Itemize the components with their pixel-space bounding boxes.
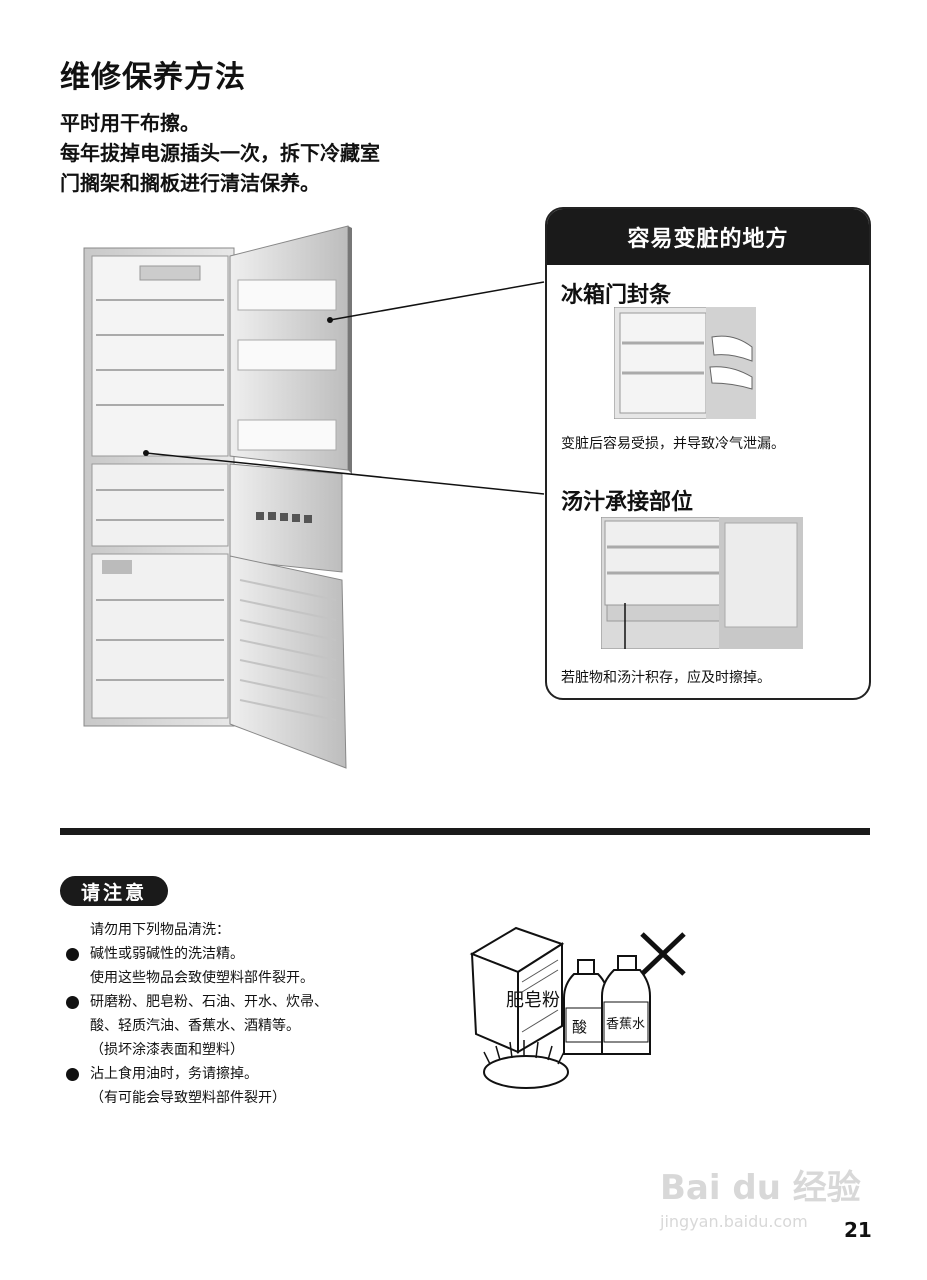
list-item: 研磨粉、肥皂粉、石油、开水、炊帚、 [64, 990, 328, 1014]
notice-item-sub: （损坏涂漆表面和塑料） [90, 1042, 244, 1058]
bullet-icon [66, 948, 79, 961]
bottle-2-label: 香蕉水 [606, 1017, 645, 1032]
intro-line: 门搁架和搁板进行清洁保养。 [60, 171, 320, 195]
list-item: 碱性或弱碱性的洗洁精。 [64, 942, 328, 966]
soap-box-label: 肥皂粉 [506, 990, 560, 1011]
notice-item-sub: （有可能会导致塑料部件裂开） [90, 1090, 286, 1106]
caption-drip-area: 若脏物和汤汁积存，应及时擦掉。 [561, 670, 771, 686]
section-title-door-gasket: 冰箱门封条 [561, 283, 672, 308]
notice-list: 请勿用下列物品清洗： 碱性或弱碱性的洗洁精。 使用这些物品会致使塑料部件裂开。 … [64, 918, 328, 1110]
intro-text: 平时用干布擦。 每年拔掉电源插头一次，拆下冷藏室 门搁架和搁板进行清洁保养。 [60, 108, 380, 198]
watermark-url: jingyan.baidu.com [660, 1212, 808, 1231]
page-number: 21 [844, 1218, 872, 1242]
notice-badge: 请注意 [60, 876, 168, 906]
caption-door-gasket: 变脏后容易受损，并导致冷气泄漏。 [561, 436, 785, 452]
intro-line: 每年拔掉电源插头一次，拆下冷藏室 [60, 141, 380, 165]
prohibited-cleaners-illustration: 肥皂粉 酸 香蕉水 [469, 926, 686, 1089]
fridge-illustration [83, 225, 545, 769]
notice-item-text: 碱性或弱碱性的洗洁精。 [90, 946, 244, 962]
drip-area-photo [601, 517, 803, 649]
dirty-areas-panel: 容易变脏的地方 冰箱门封条 变脏后容易受损，并导致冷气泄漏。 汤汁承接部位 若脏… [545, 207, 871, 700]
door-gasket-photo [614, 307, 756, 419]
watermark-logo: Bai du 经验 [660, 1168, 861, 1208]
panel-header: 容易变脏的地方 [547, 209, 869, 265]
page-title: 维修保养方法 [60, 60, 246, 95]
notice-item-sub: 酸、轻质汽油、香蕉水、酒精等。 [90, 1018, 300, 1034]
notice-item-text: 沾上食用油时，务请擦掉。 [90, 1066, 258, 1082]
list-item: 沾上食用油时，务请擦掉。 [64, 1062, 328, 1086]
section-title-drip-area: 汤汁承接部位 [561, 490, 694, 515]
intro-line: 平时用干布擦。 [60, 111, 200, 135]
bullet-icon [66, 1068, 79, 1081]
bullet-icon [66, 996, 79, 1009]
bottle-1-label: 酸 [572, 1018, 587, 1036]
notice-item-sub: 使用这些物品会致使塑料部件裂开。 [90, 970, 314, 986]
section-divider [60, 828, 870, 835]
notice-lead: 请勿用下列物品清洗： [90, 922, 230, 938]
notice-item-text: 研磨粉、肥皂粉、石油、开水、炊帚、 [90, 994, 328, 1010]
